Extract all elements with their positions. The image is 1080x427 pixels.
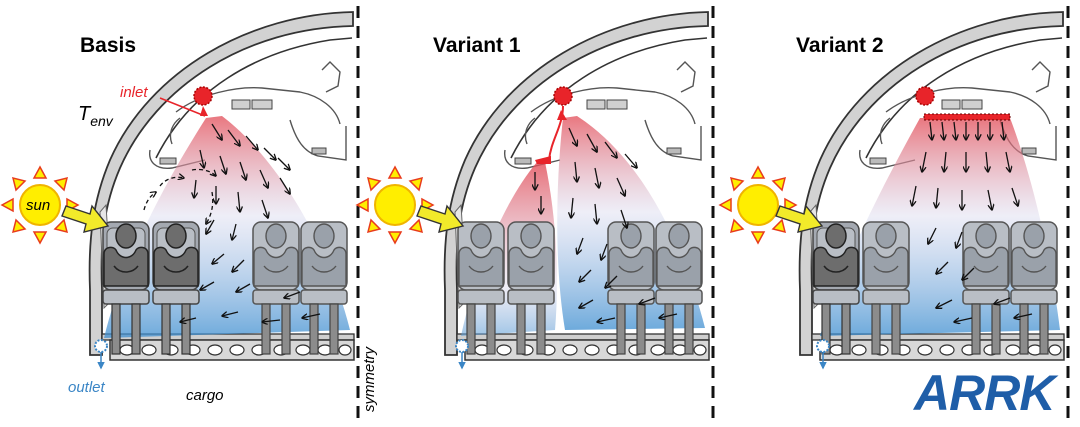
panel-title: Variant 2: [796, 34, 884, 57]
t-env-label: Tenv: [78, 103, 114, 129]
inlet-nozzle-icon: [553, 86, 573, 106]
flow-arrows: [535, 127, 678, 322]
inlet-nozzle-icon: [193, 86, 213, 106]
sun-heat-arrow: [416, 204, 465, 233]
panel-basis: inlet Tenv sun: [1, 4, 378, 422]
inlet-diffuser: [923, 113, 1011, 121]
inlet-label: inlet: [120, 84, 148, 101]
sun-heat-arrow: [61, 204, 110, 233]
sun-label: sun: [26, 197, 50, 214]
outlet-icon: [816, 339, 830, 353]
flow-arrows: [180, 123, 321, 322]
outlet-icon: [455, 339, 469, 353]
svg-text:ARRK: ARRK: [912, 365, 1059, 421]
panel-title: Variant 1: [433, 34, 521, 57]
sun-icon: [719, 166, 797, 244]
outlet-icon: [94, 339, 108, 353]
outlet-label: outlet: [68, 379, 106, 396]
symmetry-label: symmetry: [361, 346, 378, 412]
inlet-duct: [548, 105, 564, 161]
sun-icon: [356, 166, 434, 244]
panel-title: Basis: [80, 34, 136, 57]
sun-heat-arrow: [775, 204, 824, 233]
inlet-nozzle-icon: [915, 86, 935, 106]
flow-arrows: [912, 121, 1033, 322]
arrk-logo-icon: ARRK: [912, 365, 1060, 421]
cargo-label: cargo: [186, 387, 224, 404]
recirculation-arrows: [143, 168, 216, 224]
panel-variant-2: Variant 2: [719, 4, 1070, 422]
panel-variant-1: Variant 1: [356, 4, 715, 422]
